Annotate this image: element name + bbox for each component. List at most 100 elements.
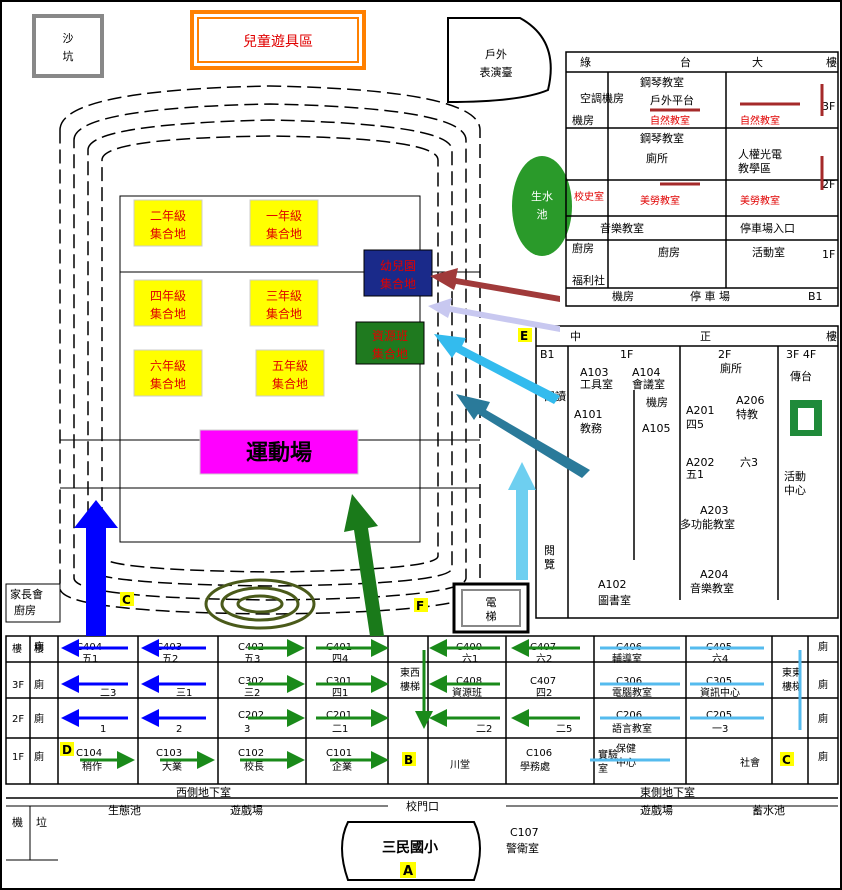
marker-B: B [404,753,413,767]
svg-text:2F: 2F [12,714,24,725]
svg-text:輔導室: 輔導室 [612,652,642,665]
svg-text:鋼琴教室: 鋼琴教室 [640,75,684,89]
svg-text:覽: 覽 [544,558,555,571]
svg-text:生態池: 生態池 [108,803,141,817]
gather-grade4 [133,279,203,327]
svg-text:集合地: 集合地 [380,276,416,291]
svg-text:廚房: 廚房 [658,245,680,259]
gather-resource [355,321,425,365]
gather-kindergarten [363,249,433,297]
svg-text:A201: A201 [686,404,715,417]
svg-text:1: 1 [100,724,106,735]
svg-text:2: 2 [176,724,182,735]
svg-text:B1: B1 [808,290,823,303]
svg-text:企業: 企業 [332,760,352,773]
sandpit-label-2: 坑 [63,49,74,63]
sports-field-label-box [199,429,359,475]
sports-field-label: 運動場 [246,441,312,466]
svg-text:五3: 五3 [244,654,260,665]
gate-marker-A: A [403,864,413,879]
svg-text:A101: A101 [574,408,603,421]
svg-text:實驗: 實驗 [598,748,618,761]
svg-text:樓: 樓 [12,642,22,655]
svg-text:C104: C104 [76,748,102,759]
svg-text:五1: 五1 [82,654,98,665]
svg-text:3F 4F: 3F 4F [786,348,816,361]
svg-text:鋼琴教室: 鋼琴教室 [640,131,684,145]
svg-text:A104: A104 [632,366,661,379]
svg-text:戶外: 戶外 [485,48,507,61]
svg-text:C302: C302 [238,676,264,687]
svg-text:3: 3 [244,724,250,735]
svg-text:集合地: 集合地 [272,376,308,391]
svg-text:A103: A103 [580,366,609,379]
svg-text:美勞教室: 美勞教室 [740,194,780,207]
svg-text:樓: 樓 [826,329,837,343]
svg-text:四1: 四1 [332,688,348,699]
svg-text:室: 室 [598,762,608,775]
svg-text:保健: 保健 [616,742,636,755]
svg-text:工具室: 工具室 [580,377,613,391]
svg-text:三2: 三2 [244,688,260,699]
gather-grade1 [249,199,319,247]
svg-text:A102: A102 [598,578,627,591]
svg-text:廁: 廁 [34,640,44,653]
svg-text:廁: 廁 [34,750,44,763]
svg-text:活動: 活動 [784,469,806,483]
svg-text:機房: 機房 [572,113,594,127]
svg-text:停車場入口: 停車場入口 [740,221,795,235]
svg-text:C408: C408 [456,676,482,687]
svg-text:一3: 一3 [712,724,728,735]
svg-text:六年級: 六年級 [150,359,186,373]
svg-text:C202: C202 [238,710,264,721]
svg-text:3F: 3F [12,680,24,691]
svg-text:樓梯: 樓梯 [782,680,802,693]
svg-text:C206: C206 [616,710,642,721]
svg-text:機: 機 [12,815,23,829]
svg-text:樓: 樓 [34,642,44,655]
svg-text:二年級: 二年級 [150,209,186,223]
svg-text:C407: C407 [530,676,556,687]
svg-text:A202: A202 [686,456,715,469]
svg-text:資源班: 資源班 [452,686,482,699]
svg-text:垃: 垃 [36,815,47,829]
svg-text:戶外平台: 戶外平台 [650,93,694,107]
svg-text:閱: 閱 [544,544,555,557]
svg-text:廁: 廁 [818,678,828,691]
svg-text:五1: 五1 [686,468,704,481]
svg-text:廁所: 廁所 [646,151,668,165]
outdoor-stage [447,17,552,104]
svg-text:稍作: 稍作 [82,760,102,773]
svg-text:幼兒園: 幼兒園 [380,259,416,273]
svg-text:校門口: 校門口 [406,799,439,813]
svg-text:二3: 二3 [100,688,116,699]
svg-text:大業: 大業 [162,760,182,773]
svg-text:音樂教室: 音樂教室 [690,581,734,595]
svg-text:川堂: 川堂 [450,759,470,771]
svg-text:2F: 2F [718,348,731,361]
svg-text:停 車 場: 停 車 場 [690,289,730,303]
svg-text:C301: C301 [326,676,352,687]
svg-text:人權光電: 人權光電 [738,147,782,161]
playground-label: 兒童遊具區 [243,33,313,50]
svg-text:廚房: 廚房 [14,603,36,617]
svg-text:校長: 校長 [244,760,264,773]
svg-text:遊戲場: 遊戲場 [230,803,263,817]
svg-text:福利社: 福利社 [572,273,605,287]
svg-text:一年級: 一年級 [266,209,302,223]
svg-text:集合地: 集合地 [150,306,186,321]
svg-text:傳台: 傳台 [790,369,812,383]
svg-text:社會: 社會 [740,756,760,769]
svg-text:集合地: 集合地 [266,226,302,241]
elevator-box [452,582,530,634]
svg-text:空調機房: 空調機房 [580,91,624,105]
east-building [535,325,839,619]
marker-C-left: C [122,593,131,607]
svg-text:語言教室: 語言教室 [612,722,652,735]
svg-text:警衛室: 警衛室 [506,841,539,855]
svg-text:六1: 六1 [462,653,478,665]
svg-text:2F: 2F [822,178,835,191]
svg-text:廁: 廁 [34,678,44,691]
svg-text:東西: 東西 [400,666,420,679]
